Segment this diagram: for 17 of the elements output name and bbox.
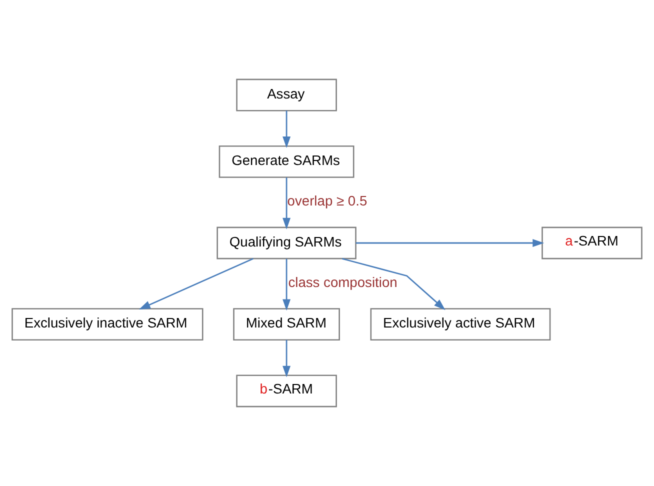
node-box: Assay — [236, 78, 337, 112]
arrow — [282, 340, 291, 378]
arrow — [282, 178, 291, 230]
node-box: Qualifying SARMs — [216, 226, 356, 260]
node-box: Mixed SARM — [233, 308, 340, 341]
edge-label: overlap ≥ 0.5 — [287, 192, 368, 209]
node-box: b-SARM — [236, 374, 337, 408]
arrow — [138, 258, 254, 310]
arrow — [342, 258, 446, 310]
node-box: Exclusively inactive SARM — [12, 308, 204, 341]
node-box: Generate SARMs — [218, 145, 354, 178]
arrow — [356, 239, 544, 247]
arrow — [282, 110, 291, 148]
node-box: Exclusively active SARM — [370, 308, 551, 341]
arrow — [282, 258, 291, 311]
edge-label: class composition — [288, 274, 398, 290]
node-box: a-SARM — [542, 226, 642, 260]
